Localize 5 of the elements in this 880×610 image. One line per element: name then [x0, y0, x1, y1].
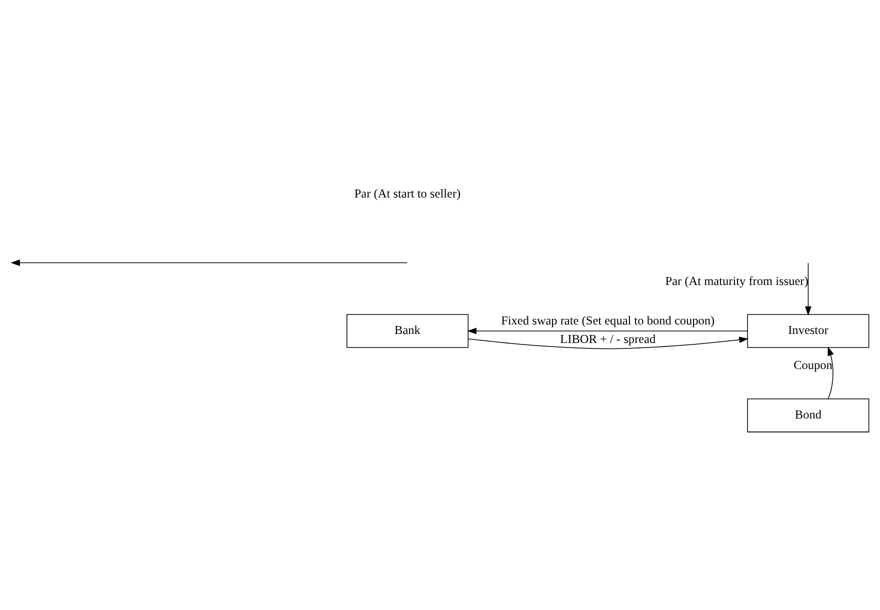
edge-label: LIBOR + / - spread — [560, 332, 656, 346]
label: Par (At start to seller) — [354, 186, 461, 200]
edge-label: Fixed swap rate (Set equal to bond coupon) — [501, 314, 715, 328]
edge-label: Coupon — [794, 358, 832, 372]
edge-label: Par (At maturity from issuer) — [665, 274, 808, 288]
